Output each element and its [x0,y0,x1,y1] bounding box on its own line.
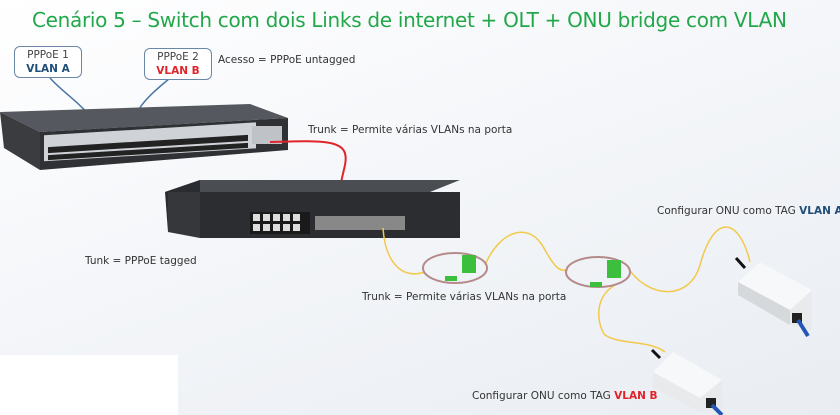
pppoe1-box: PPPoE 1 VLAN A [14,46,82,78]
trunk-switch-note: Trunk = Permite várias VLANs na porta [308,124,513,136]
pppoe2-box: PPPoE 2 VLAN B [144,48,212,80]
fiber-cables [382,226,751,353]
olt-note: Tunk = PPPoE tagged [85,255,197,267]
splitter-2 [565,256,631,288]
onu-b-prefix: Configurar ONU como TAG [472,390,615,402]
trunk-pon-note: Trunk = Permite várias VLANs na porta [362,291,567,303]
blank-overlay [0,355,178,415]
onu-a [734,256,812,338]
onu-a-prefix: Configurar ONU como TAG [657,205,800,217]
access-note: Acesso = PPPoE untagged [218,54,356,66]
onu-a-vlan: VLAN A [799,205,840,217]
onu-b-vlan: VLAN B [614,390,658,402]
pppoe2-label: PPPoE 2 [157,51,199,63]
olt [165,180,460,238]
core-switch [0,104,288,170]
splitter-1 [422,252,488,284]
onu-a-note: Configurar ONU como TAG VLAN A [657,205,840,217]
pppoe1-label: PPPoE 1 [27,49,69,61]
pppoe2-vlan: VLAN B [156,65,200,77]
page-title: Cenário 5 – Switch com dois Links de int… [32,8,787,32]
pppoe1-vlan: VLAN A [26,63,70,75]
onu-b [650,348,724,415]
onu-b-note: Configurar ONU como TAG VLAN B [472,390,658,402]
